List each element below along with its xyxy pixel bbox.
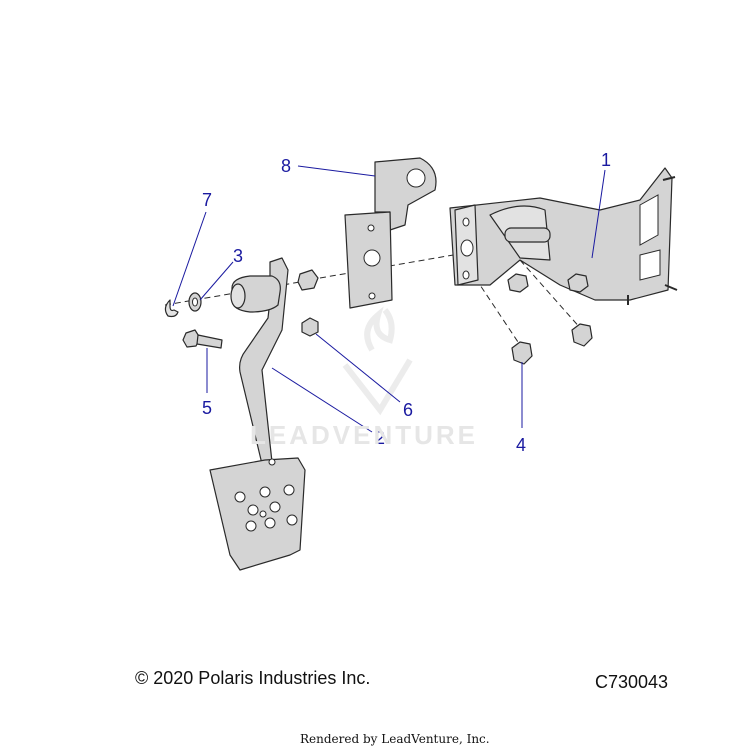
figure-code: C730043	[595, 672, 669, 692]
callout-2: 2	[375, 428, 385, 448]
part-2-pedal	[209, 257, 306, 571]
watermark-logo	[342, 306, 413, 416]
leader-6	[315, 333, 401, 403]
callout-8: 8	[281, 156, 291, 176]
leader-lines	[172, 165, 606, 433]
callout-7: 7	[202, 190, 212, 210]
callout-5: 5	[202, 398, 212, 418]
pivot-bushing	[297, 269, 319, 291]
rendered-by-credit: Rendered by LeadVenture, Inc.	[300, 732, 490, 746]
callout-4: 4	[516, 435, 526, 455]
callout-3: 3	[233, 246, 243, 266]
part-4-nuts	[507, 273, 593, 365]
leader-1	[591, 169, 606, 259]
leader-7	[172, 211, 207, 307]
watermark-text: LEADVENTURE	[250, 420, 479, 450]
part-8-switch-bracket	[344, 157, 437, 309]
nut-axis-line-rear	[519, 259, 583, 331]
callout-6: 6	[403, 400, 413, 420]
leader-2	[271, 367, 373, 433]
leader-3	[199, 261, 234, 301]
copyright-notice: © 2020 Polaris Industries Inc.	[135, 668, 371, 688]
leader-8	[297, 165, 376, 177]
part-3-washer	[188, 292, 202, 312]
callout-1: 1	[601, 150, 611, 170]
part-1-mounting-bracket	[449, 167, 678, 305]
part-5-bolt	[182, 329, 223, 349]
part-7-clip	[164, 299, 179, 318]
part-6-nut	[301, 317, 319, 337]
